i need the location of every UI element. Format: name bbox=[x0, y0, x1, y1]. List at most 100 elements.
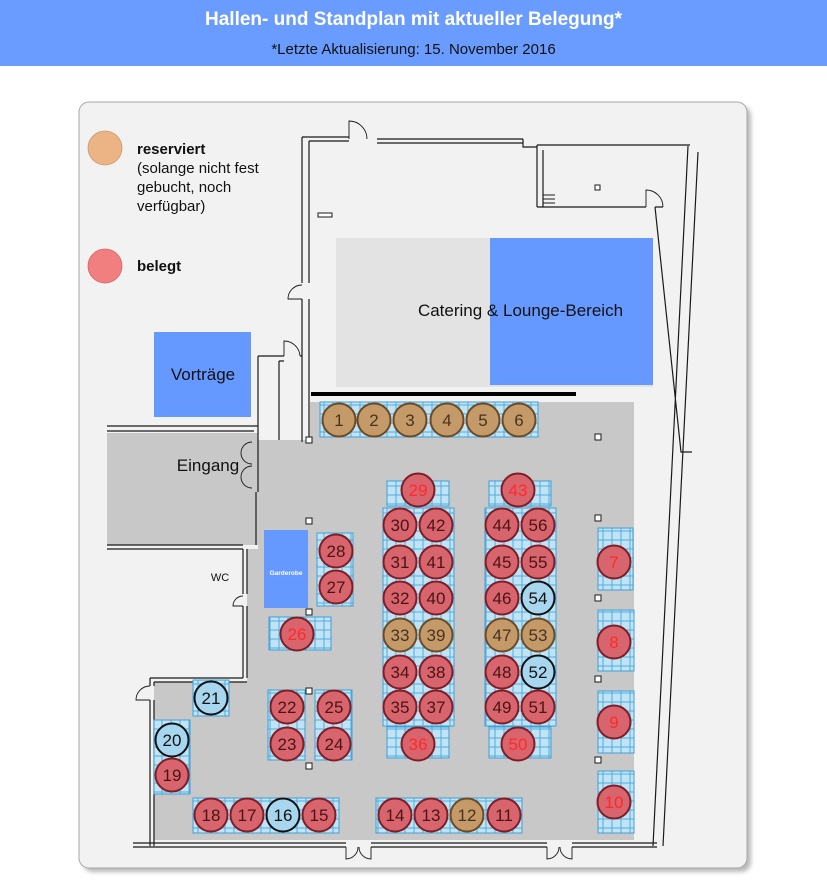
vortraege-area bbox=[154, 332, 251, 417]
booth-number: 46 bbox=[493, 589, 512, 608]
booth-number: 3 bbox=[405, 411, 414, 430]
booth-number: 4 bbox=[442, 411, 451, 430]
booth-16: 16 bbox=[265, 797, 301, 833]
booth-number: 34 bbox=[391, 663, 410, 682]
booth-48: 48 bbox=[484, 654, 520, 690]
booth-circle bbox=[279, 616, 315, 652]
booth-number: 25 bbox=[325, 698, 344, 717]
booth-26: 26 bbox=[279, 616, 315, 652]
booth-number: 10 bbox=[605, 793, 624, 812]
booth-circle bbox=[520, 617, 556, 653]
pillar bbox=[594, 756, 602, 764]
booth-circle bbox=[154, 722, 190, 758]
booth-52: 52 bbox=[520, 654, 556, 690]
booth-circle bbox=[484, 654, 520, 690]
garderobe-area bbox=[264, 530, 308, 608]
booth-circle bbox=[418, 544, 454, 580]
booth-number: 29 bbox=[409, 481, 428, 500]
booth-50: 50 bbox=[500, 726, 536, 762]
booth-number: 15 bbox=[310, 806, 329, 825]
booth-19: 19 bbox=[154, 757, 190, 793]
booth-number: 7 bbox=[609, 553, 618, 572]
pillar bbox=[594, 514, 602, 522]
booth-circle bbox=[382, 654, 418, 690]
booth-number: 16 bbox=[274, 806, 293, 825]
booth-circle bbox=[154, 757, 190, 793]
booth-circle bbox=[318, 533, 354, 569]
booth-circle bbox=[193, 680, 229, 716]
booth-number: 56 bbox=[529, 516, 548, 535]
booth-circle bbox=[316, 689, 352, 725]
booth-42: 42 bbox=[418, 507, 454, 543]
booth-44: 44 bbox=[484, 507, 520, 543]
booth-number: 32 bbox=[391, 589, 410, 608]
booth-number: 45 bbox=[493, 553, 512, 572]
booth-14: 14 bbox=[377, 797, 413, 833]
booth-12: 12 bbox=[449, 797, 485, 833]
garderobe-label: Garderobe bbox=[270, 570, 303, 577]
page-title: Hallen- und Standplan mit aktueller Bele… bbox=[205, 9, 623, 30]
booth-circle bbox=[596, 784, 632, 820]
pillars bbox=[305, 433, 602, 770]
wall-marker bbox=[594, 184, 601, 191]
booth-number: 39 bbox=[427, 626, 446, 645]
booth-number: 13 bbox=[422, 806, 441, 825]
booth-8: 8 bbox=[596, 624, 632, 660]
booth-22: 22 bbox=[269, 689, 305, 725]
booth-10: 10 bbox=[596, 784, 632, 820]
booth-circle bbox=[356, 402, 392, 438]
booth-56: 56 bbox=[520, 507, 556, 543]
booth-circle bbox=[501, 402, 537, 438]
booth-number: 52 bbox=[529, 663, 548, 682]
booth-32: 32 bbox=[382, 580, 418, 616]
booth-circle bbox=[484, 689, 520, 725]
booth-number: 19 bbox=[163, 766, 182, 785]
booth-number: 37 bbox=[427, 698, 446, 717]
booth-circle bbox=[465, 402, 501, 438]
vortraege-label: Vorträge bbox=[171, 365, 235, 384]
header-bar bbox=[0, 0, 827, 66]
pillar bbox=[305, 762, 313, 770]
booth-number: 42 bbox=[427, 516, 446, 535]
wall-marker bbox=[317, 212, 333, 218]
booth-number: 53 bbox=[529, 626, 548, 645]
booth-18: 18 bbox=[193, 797, 229, 833]
booth-number: 43 bbox=[509, 481, 528, 500]
booth-2: 2 bbox=[356, 402, 392, 438]
booth-36: 36 bbox=[400, 726, 436, 762]
booth-number: 40 bbox=[427, 589, 446, 608]
booth-54: 54 bbox=[520, 580, 556, 616]
booth-46: 46 bbox=[484, 580, 520, 616]
booth-circle bbox=[382, 544, 418, 580]
booth-circle bbox=[400, 472, 436, 508]
booth-number: 2 bbox=[369, 411, 378, 430]
booth-circle bbox=[265, 797, 301, 833]
booth-circle bbox=[484, 580, 520, 616]
booth-circle bbox=[377, 797, 413, 833]
booth-33: 33 bbox=[382, 617, 418, 653]
booth-28: 28 bbox=[318, 533, 354, 569]
legend: reserviert (solange nicht fest gebucht, … bbox=[87, 130, 260, 284]
booth-41: 41 bbox=[418, 544, 454, 580]
legend-reserviert-swatch bbox=[87, 130, 123, 166]
pillar bbox=[594, 594, 602, 602]
booth-number: 24 bbox=[325, 735, 344, 754]
booth-number: 6 bbox=[514, 411, 523, 430]
booth-29: 29 bbox=[400, 472, 436, 508]
booth-circle bbox=[418, 617, 454, 653]
booth-51: 51 bbox=[520, 689, 556, 725]
booth-circle bbox=[520, 507, 556, 543]
booth-11: 11 bbox=[486, 797, 522, 833]
catering-area bbox=[490, 238, 653, 385]
booth-circle bbox=[484, 544, 520, 580]
booth-circle bbox=[500, 726, 536, 762]
pillar bbox=[594, 433, 602, 441]
booth-40: 40 bbox=[418, 580, 454, 616]
booth-13: 13 bbox=[413, 797, 449, 833]
booth-circle bbox=[318, 569, 354, 605]
booth-5: 5 bbox=[465, 402, 501, 438]
booth-number: 5 bbox=[478, 411, 487, 430]
booth-circle bbox=[418, 580, 454, 616]
booth-circle bbox=[484, 507, 520, 543]
